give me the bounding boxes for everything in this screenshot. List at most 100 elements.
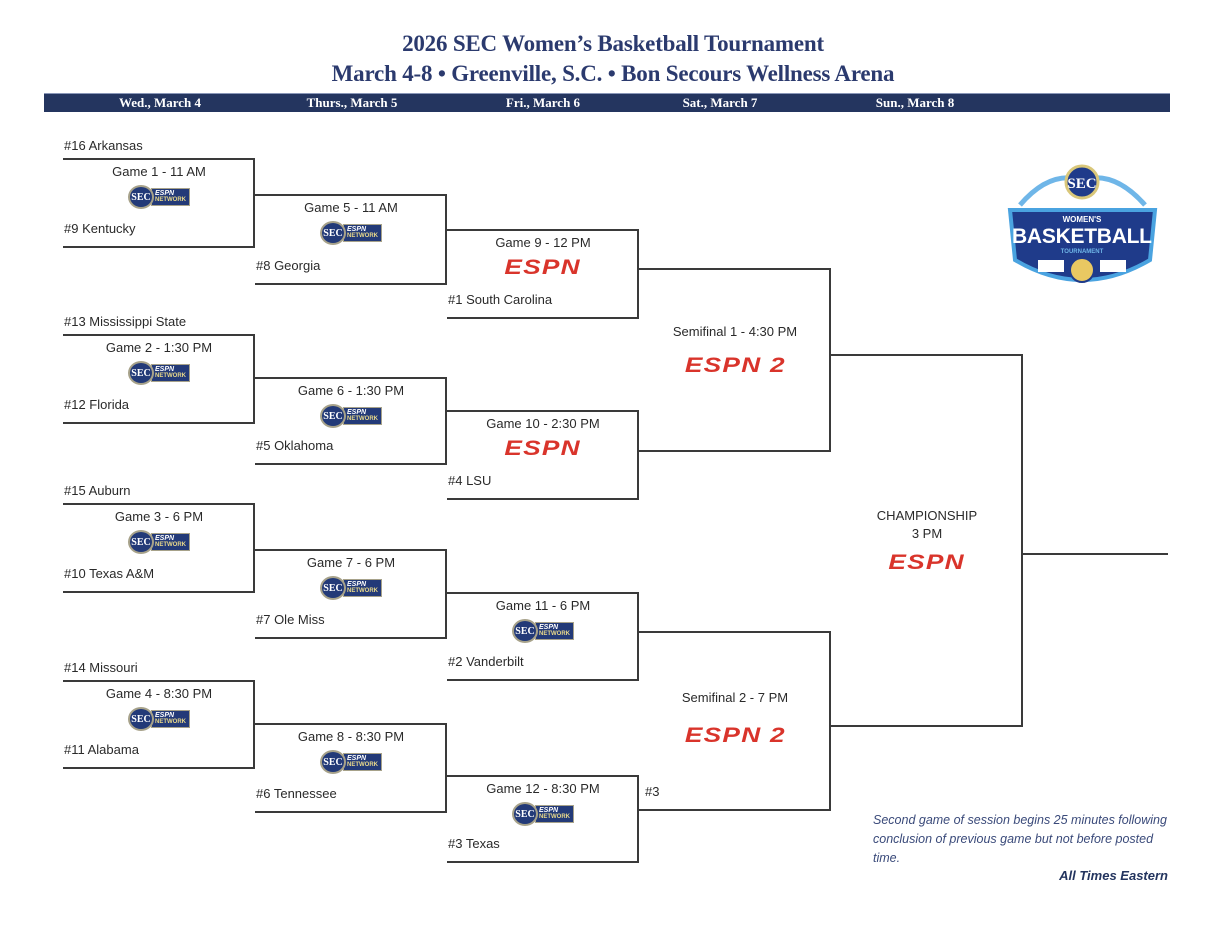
espn-logo: ESPN: [831, 551, 1023, 574]
svg-text:TOURNAMENT: TOURNAMENT: [1061, 249, 1104, 255]
network-mark: NETWORK: [539, 631, 570, 637]
espn-wordmark: ESPN: [504, 437, 582, 460]
team-bottom: #10 Texas A&M: [64, 566, 155, 581]
sec-icon: SEC: [320, 750, 346, 774]
bracket-game-7: [255, 549, 447, 639]
game-label: Game 5 - 11 AM: [304, 200, 398, 215]
svg-text:SEC: SEC: [1067, 176, 1096, 192]
sec-icon: SEC: [512, 802, 538, 826]
bracket-game-12: [447, 775, 639, 863]
team-bottom: #8 Georgia: [256, 258, 321, 273]
espn-wordmark: ESPN: [888, 551, 966, 574]
game-time: 3 PM: [911, 526, 943, 541]
sec-icon: SEC: [128, 185, 154, 209]
game-label: Game 3 - 6 PM: [114, 509, 204, 524]
bracket-game-14: [639, 631, 831, 811]
game-label: Game 9 - 12 PM: [495, 235, 591, 250]
network-mark: NETWORK: [155, 719, 186, 725]
espn-wordmark: ESPN 2: [684, 354, 786, 377]
team-bottom: #2 Vanderbilt: [448, 654, 524, 669]
bracket-game-1: [63, 158, 255, 248]
team-bottom: #9 Kentucky: [64, 221, 136, 236]
network-mark: NETWORK: [347, 762, 378, 768]
espn-mark: ESPN: [347, 409, 367, 416]
sec-icon: SEC: [128, 361, 154, 385]
page-subtitle: March 4-8 • Greenville, S.C. • Bon Secou…: [331, 61, 895, 86]
game-label: Game 1 - 11 AM: [112, 164, 206, 179]
page-title: 2026 SEC Women’s Basketball Tournament: [402, 31, 824, 56]
game-label: Semifinal 1 - 4:30 PM: [672, 324, 798, 339]
bracket-game-8: [255, 723, 447, 813]
network-mark: NETWORK: [347, 233, 378, 239]
tournament-logo: SEC WOMEN'S BASKETBALL TOURNAMENT: [1007, 164, 1158, 283]
espn-mark: ESPN: [155, 366, 175, 373]
espn-mark: ESPN: [155, 535, 175, 542]
espn-mark: ESPN: [347, 581, 367, 588]
team-bottom: #11 Alabama: [64, 742, 139, 757]
timezone-note: All Times Eastern: [1059, 868, 1168, 883]
game-label: Game 4 - 8:30 PM: [105, 686, 213, 701]
team-bottom: #7 Ole Miss: [256, 612, 325, 627]
game-label: Game 11 - 6 PM: [495, 598, 591, 613]
espn-mark: ESPN: [347, 755, 367, 762]
espn2-logo: ESPN 2: [639, 725, 831, 746]
sec-icon: SEC: [320, 404, 346, 428]
game-label: Game 7 - 6 PM: [306, 555, 396, 570]
sec-icon: SEC: [512, 619, 538, 643]
team-bottom: #6 Tennessee: [256, 786, 337, 801]
bracket-game-15: [831, 354, 1023, 727]
network-mark: NETWORK: [155, 373, 186, 379]
day-fri: Fri., March 6: [505, 95, 581, 110]
bracket-game-5: [255, 194, 447, 285]
network-mark: NETWORK: [155, 542, 186, 548]
day-sun: Sun., March 8: [875, 95, 955, 110]
network-mark: NETWORK: [155, 197, 186, 203]
espn-mark: ESPN: [347, 226, 367, 233]
espn2-logo: ESPN 2: [639, 354, 831, 377]
game-label: CHAMPIONSHIP: [876, 508, 978, 523]
team-bottom: #3: [645, 784, 660, 799]
team-top: #14 Missouri: [64, 660, 138, 675]
day-wed: Wed., March 4: [118, 95, 202, 110]
team-bottom: #4 LSU: [448, 473, 492, 488]
svg-text:BASKETBALL: BASKETBALL: [1012, 225, 1152, 248]
bracket-game-11: [447, 592, 639, 681]
team-bottom: #12 Florida: [64, 397, 130, 412]
sec-icon: SEC: [320, 576, 346, 600]
day-sat: Sat., March 7: [682, 95, 758, 110]
schedule-note: Second game of session begins 25 minutes…: [873, 813, 1167, 865]
espn-wordmark: ESPN: [504, 256, 582, 279]
game-label: Game 12 - 8:30 PM: [486, 781, 600, 796]
sec-icon: SEC: [128, 707, 154, 731]
game-label: Semifinal 2 - 7 PM: [681, 690, 789, 705]
espn-logo: ESPN: [447, 256, 639, 279]
bracket-game-9: [447, 229, 639, 319]
team-top: #13 Mississippi State: [64, 314, 187, 329]
game-label: Game 10 - 2:30 PM: [486, 416, 600, 431]
espn-mark: ESPN: [155, 712, 175, 719]
bracket-game-2: [63, 334, 255, 424]
team-bottom: #3 Texas: [448, 836, 500, 851]
bracket-game-4: [63, 680, 255, 769]
bracket-game-6: [255, 377, 447, 465]
network-mark: NETWORK: [347, 588, 378, 594]
team-bottom: #5 Oklahoma: [256, 438, 334, 453]
bracket-game-13: [639, 268, 831, 452]
sec-icon: SEC: [128, 530, 154, 554]
day-header-bar: Wed., March 4 Thurs., March 5 Fri., Marc…: [44, 93, 1170, 112]
game-label: Game 2 - 1:30 PM: [105, 340, 213, 355]
game-label: Game 8 - 8:30 PM: [297, 729, 405, 744]
network-mark: NETWORK: [347, 416, 378, 422]
network-mark: NETWORK: [539, 814, 570, 820]
espn-mark: ESPN: [155, 190, 175, 197]
